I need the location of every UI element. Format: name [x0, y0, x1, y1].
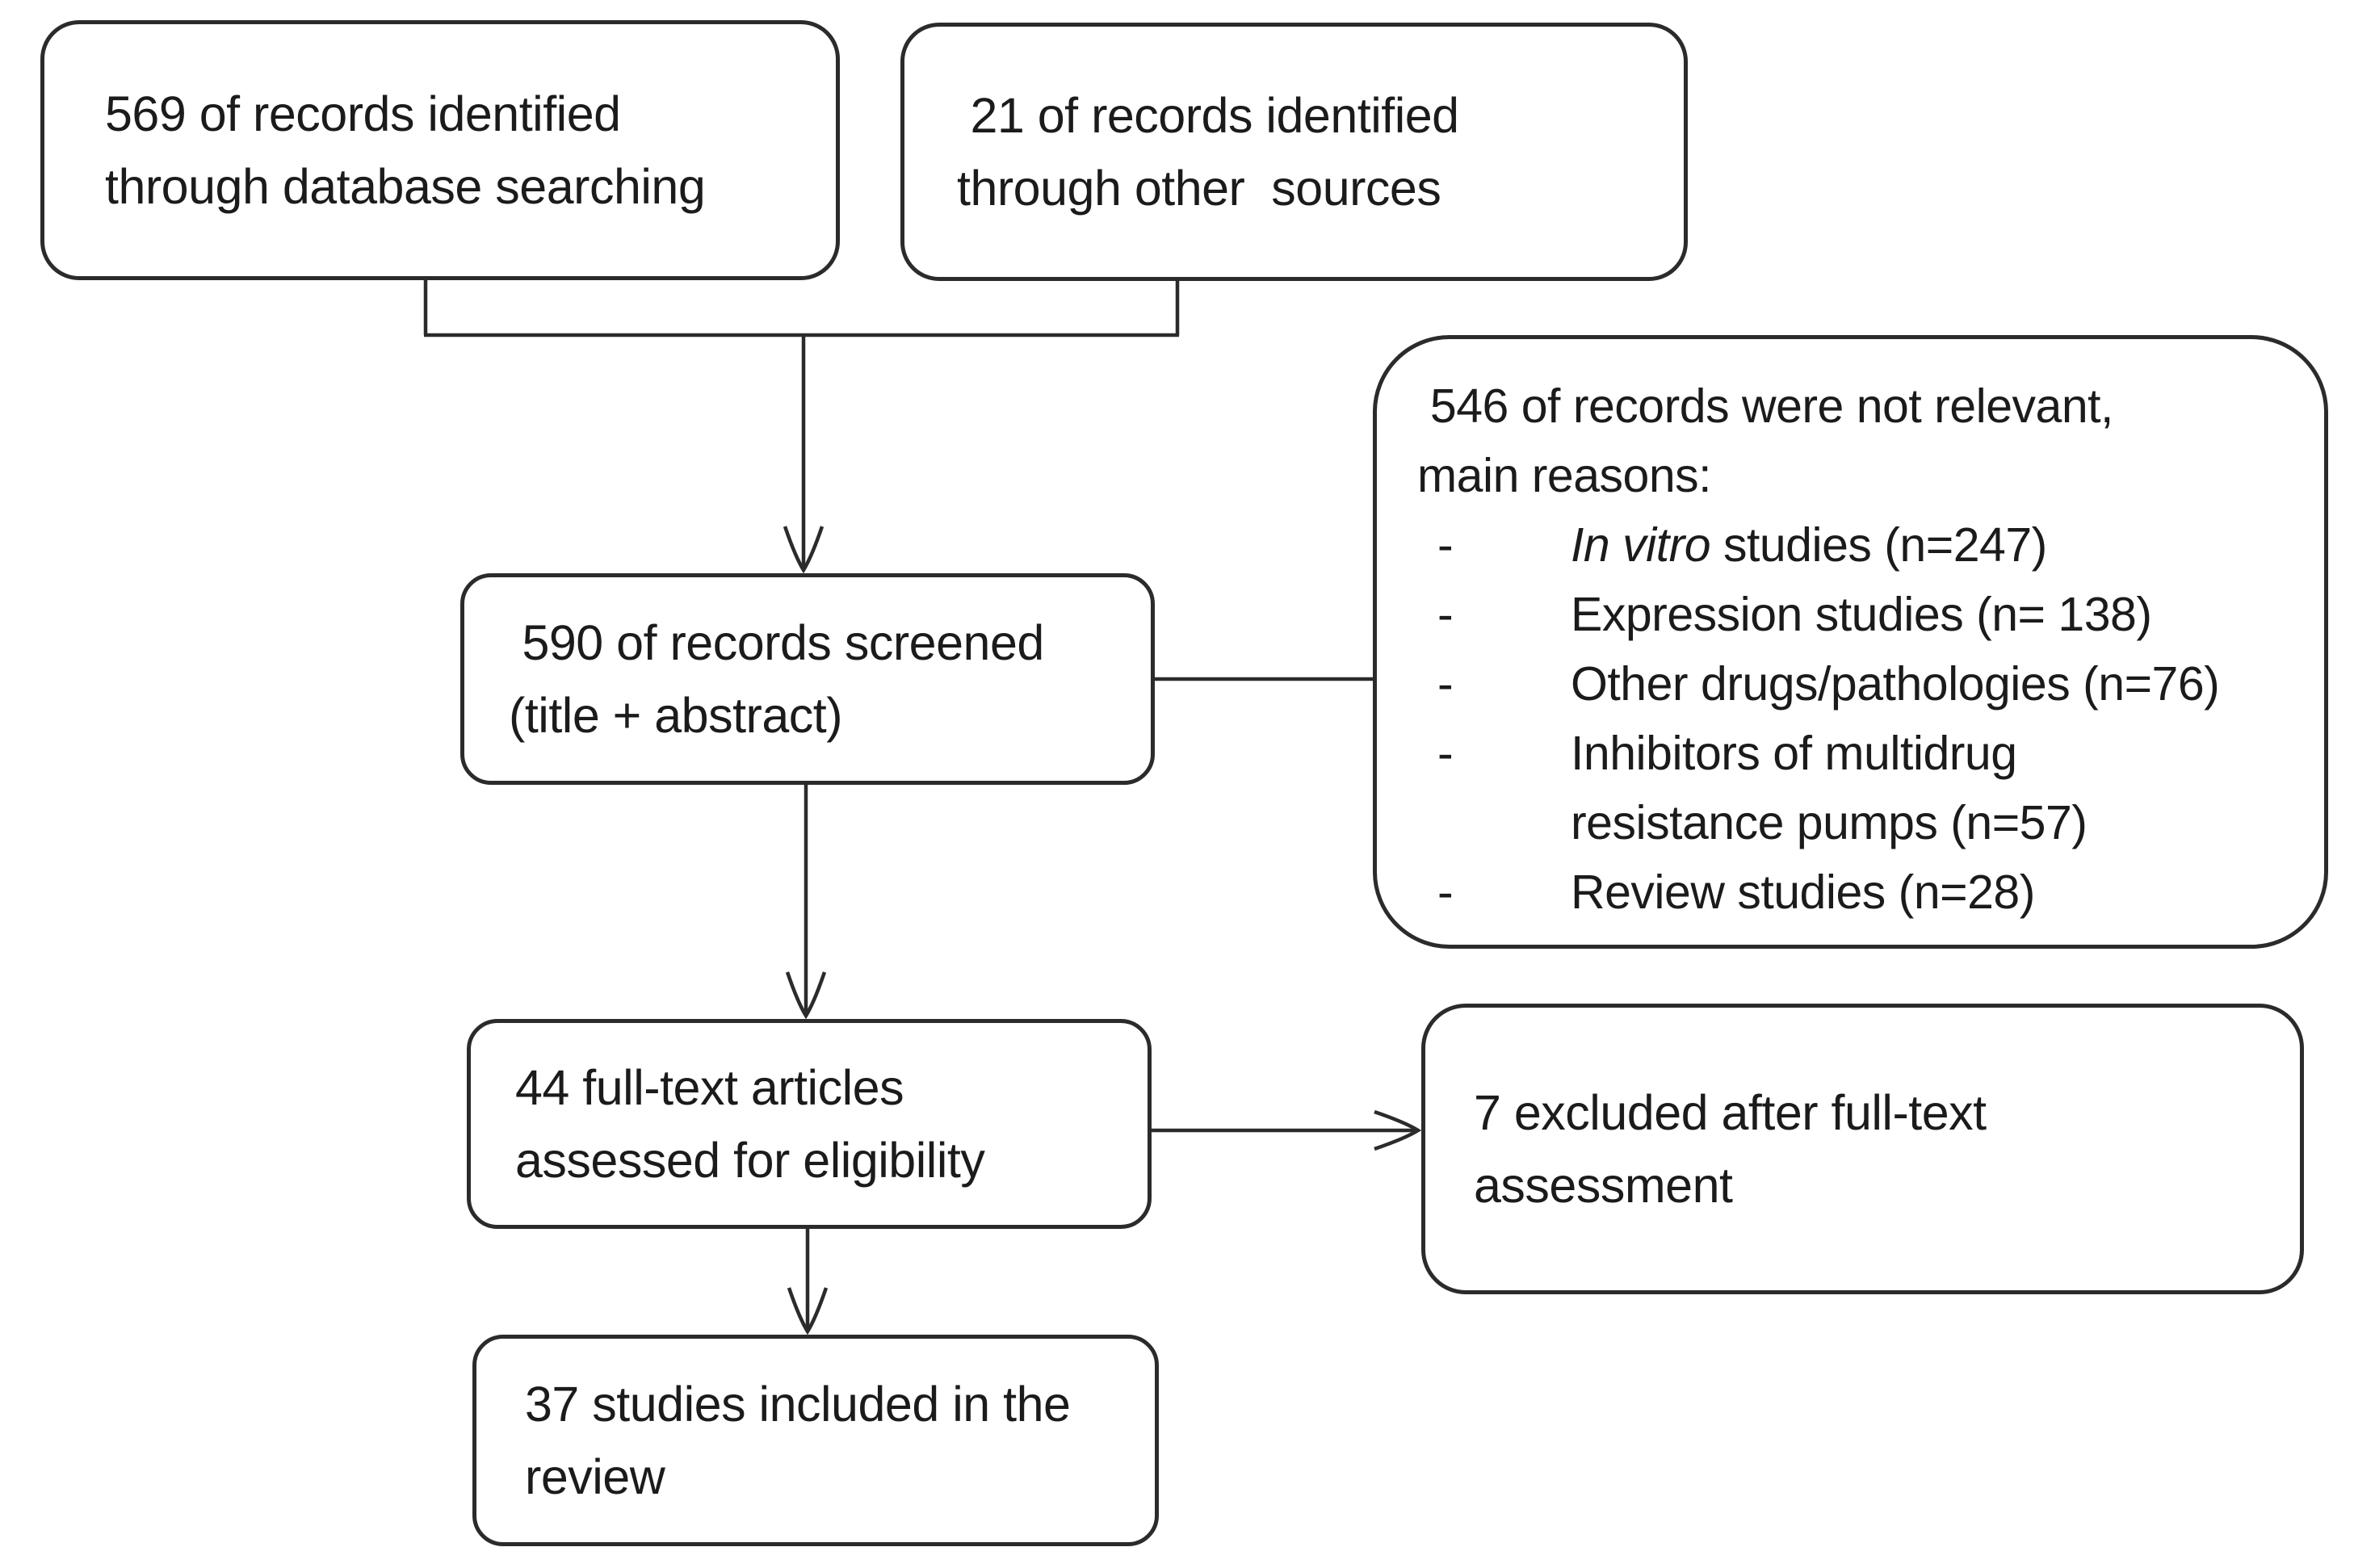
reason-item-review: - Review studies (n=28) [1417, 857, 2296, 927]
node-text-line: assessment [1474, 1158, 1733, 1213]
node-studies-included: 37 studies included in the review [472, 1335, 1159, 1546]
reason-item-text: Other drugs/pathologies (n=76) [1571, 657, 2220, 711]
reasons-header-line: main reasons: [1417, 449, 1712, 502]
node-text-line: 7 excluded after full-text [1474, 1085, 1987, 1140]
bullet-dash: - [1437, 657, 1454, 711]
reasons-header-line: 546 of records were not relevant, [1417, 379, 2114, 433]
node-text-line: through other sources [957, 161, 1441, 216]
arrowhead-fulltext-to-excluded [1374, 1109, 1422, 1151]
node-text-line: 569 of records identified [105, 86, 621, 141]
node-text-line: 21 of records identified [957, 88, 1459, 143]
reason-item-expression: - Expression studies (n= 138) [1417, 580, 2296, 649]
bullet-dash: - [1437, 866, 1454, 919]
node-records-screened: 590 of records screened (title + abstrac… [460, 573, 1155, 785]
node-fulltext-assessed: 44 full-text articles assessed for eligi… [467, 1019, 1152, 1229]
node-text-line: 590 of records screened [509, 615, 1044, 670]
node-text-line: review [525, 1449, 665, 1504]
reason-item-text: Review studies (n=28) [1571, 866, 2035, 919]
arrowhead-screened-to-fulltext [785, 971, 827, 1020]
arrowhead-fulltext-to-included [787, 1287, 829, 1335]
reason-item-text: Expression studies (n= 138) [1571, 588, 2152, 641]
bullet-dash: - [1437, 588, 1454, 641]
reason-item-text: In vitro studies (n=247) [1571, 518, 2047, 572]
node-text-line: 44 full-text articles [515, 1060, 904, 1115]
arrowhead-merge-to-screened [783, 526, 825, 574]
node-text-line: 37 studies included in the [525, 1377, 1071, 1432]
bullet-dash: - [1437, 518, 1454, 572]
node-text-line: (title + abstract) [509, 688, 843, 743]
node-text-line: through database searching [105, 159, 706, 214]
bullet-dash: - [1437, 727, 1454, 780]
node-text-line: assessed for eligibility [515, 1133, 985, 1188]
reason-item-in-vitro: - In vitro studies (n=247) [1417, 510, 2296, 580]
node-excluded-after-fulltext: 7 excluded after full-text assessment [1421, 1004, 2304, 1294]
node-records-identified-other-sources: 21 of records identified through other s… [900, 23, 1688, 281]
reason-item-other-drugs: - Other drugs/pathologies (n=76) [1417, 649, 2296, 719]
node-exclusion-reasons: 546 of records were not relevant, main r… [1373, 335, 2328, 949]
node-records-identified-database: 569 of records identified through databa… [40, 20, 840, 280]
